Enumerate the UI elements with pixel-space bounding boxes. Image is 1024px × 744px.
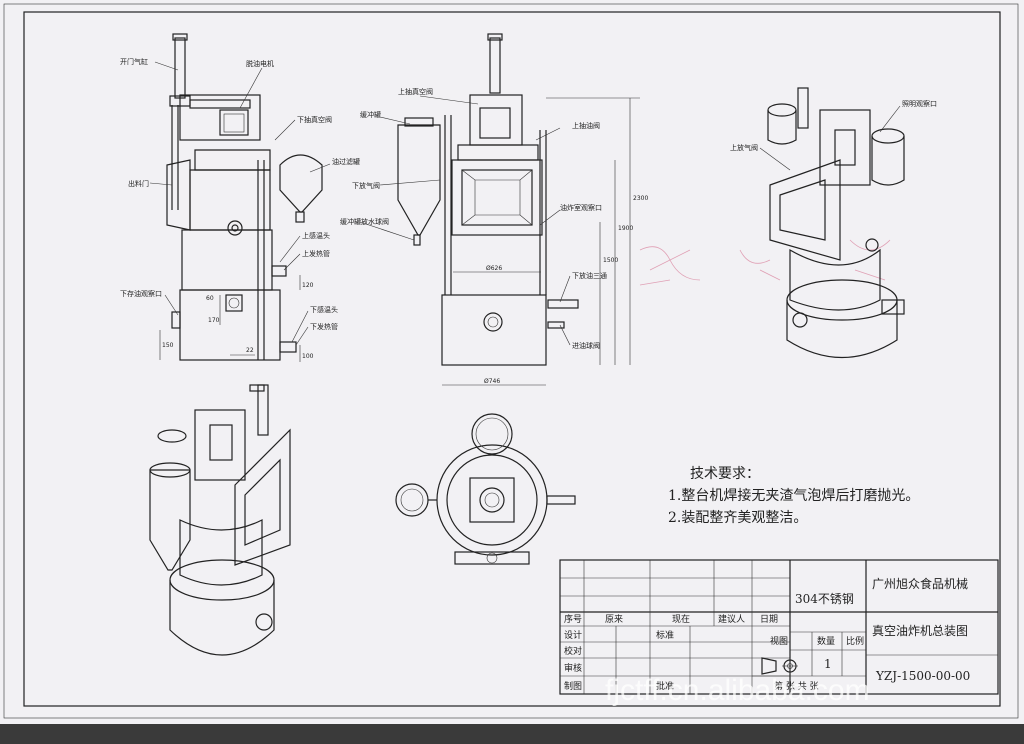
tb-scale: 比例 (846, 635, 864, 647)
label-upper-temp-probe: 上感温头 (302, 231, 330, 240)
label-light-window: 照明观察口 (902, 99, 937, 108)
label-buffer-tank: 缓冲罐 (360, 110, 381, 119)
dim-2300: 2300 (633, 195, 648, 202)
label-fry-window: 油炸室观察口 (560, 203, 602, 212)
side-view (359, 33, 640, 386)
label-lower-air-valve: 下放气阀 (352, 181, 380, 190)
tb-col-now: 现在 (672, 613, 690, 625)
label-lower-oil-tee: 下放油三通 (572, 271, 607, 280)
requirement-1: 1.整台机焊接无夹渣气泡焊后打磨抛光。 (668, 487, 919, 504)
front-view (149, 33, 331, 392)
dim-22: 22 (246, 347, 254, 354)
dim-d626: Ø626 (486, 265, 502, 272)
tb-approve: 批准 (656, 680, 674, 692)
tb-col-seq: 序号 (564, 613, 582, 625)
watermark: fjctff.cn.alibaba.com (605, 674, 870, 707)
dim-60: 60 (206, 295, 214, 302)
label-upper-air-valve: 上放气阀 (730, 143, 758, 152)
tb-review: 审核 (564, 662, 582, 674)
tb-check: 校对 (564, 645, 582, 657)
label-upper-oil-valve: 上抽油阀 (572, 121, 600, 130)
label-deoil-motor: 脱油电机 (246, 59, 274, 68)
tb-drawing-no: YZJ-1500-00-00 (875, 669, 970, 683)
tb-col-proposer: 建议人 (718, 613, 745, 625)
title-block (559, 559, 999, 695)
dim-120: 120 (302, 282, 314, 289)
tb-design: 设计 (564, 629, 582, 641)
label-outlet-door: 出料门 (128, 179, 149, 188)
outer-border (3, 3, 1019, 719)
tb-sheet-of: 第 张 共 张 (774, 680, 819, 692)
stamp-marks (639, 239, 891, 286)
iso-view-right (759, 87, 905, 359)
dim-100: 100 (302, 353, 314, 360)
tb-drafting: 制图 (564, 680, 582, 692)
tb-col-date: 日期 (760, 614, 778, 625)
dim-d746: Ø746 (484, 378, 500, 385)
label-upper-vac-valve: 上抽真空阀 (398, 87, 433, 96)
scan-bottom-band (0, 724, 1024, 744)
iso-view-left (149, 384, 291, 656)
label-lower-oil-window: 下存油观察口 (120, 289, 162, 298)
top-view (395, 413, 576, 565)
label-oil-filter-tank: 油过滤罐 (332, 157, 360, 166)
label-upper-heat-pipe: 上发热管 (302, 249, 330, 258)
requirement-2: 2.装配整齐美观整洁。 (668, 510, 807, 526)
requirements-title: 技术要求： (690, 466, 760, 482)
tb-company: 广州旭众食品机械 (872, 576, 968, 591)
tb-quantity-value: 1 (824, 657, 832, 671)
label-lower-heat-pipe: 下发热管 (310, 322, 338, 331)
dim-1500: 1500 (603, 257, 618, 264)
label-buffer-drain-valve: 缓冲罐放水球阀 (340, 217, 389, 226)
label-door-cylinder: 开门气缸 (120, 57, 148, 66)
dim-170: 170 (208, 317, 220, 324)
tb-view: 视图 (770, 635, 788, 647)
inner-border (23, 11, 1001, 707)
tb-col-orig: 原来 (605, 614, 623, 625)
label-lower-temp-probe: 下感温头 (310, 305, 338, 314)
tb-drawing-name: 真空油炸机总装图 (872, 624, 968, 638)
engineering-drawing: 开门气缸 脱油电机 下抽真空阀 油过滤罐 出料门 上感温头 上发热管 下存油观察… (3, 3, 1019, 719)
label-oil-inlet-valve: 进油球阀 (572, 341, 600, 350)
dim-1900: 1900 (618, 225, 633, 232)
drawing-sheet: 开门气缸 脱油电机 下抽真空阀 油过滤罐 出料门 上感温头 上发热管 下存油观察… (0, 0, 1024, 724)
tb-quantity: 数量 (817, 635, 835, 647)
tb-material: 304不锈钢 (795, 592, 854, 606)
label-lower-vac-valve: 下抽真空阀 (297, 115, 332, 124)
tb-standard: 标准 (656, 629, 674, 641)
dim-150: 150 (162, 342, 174, 349)
